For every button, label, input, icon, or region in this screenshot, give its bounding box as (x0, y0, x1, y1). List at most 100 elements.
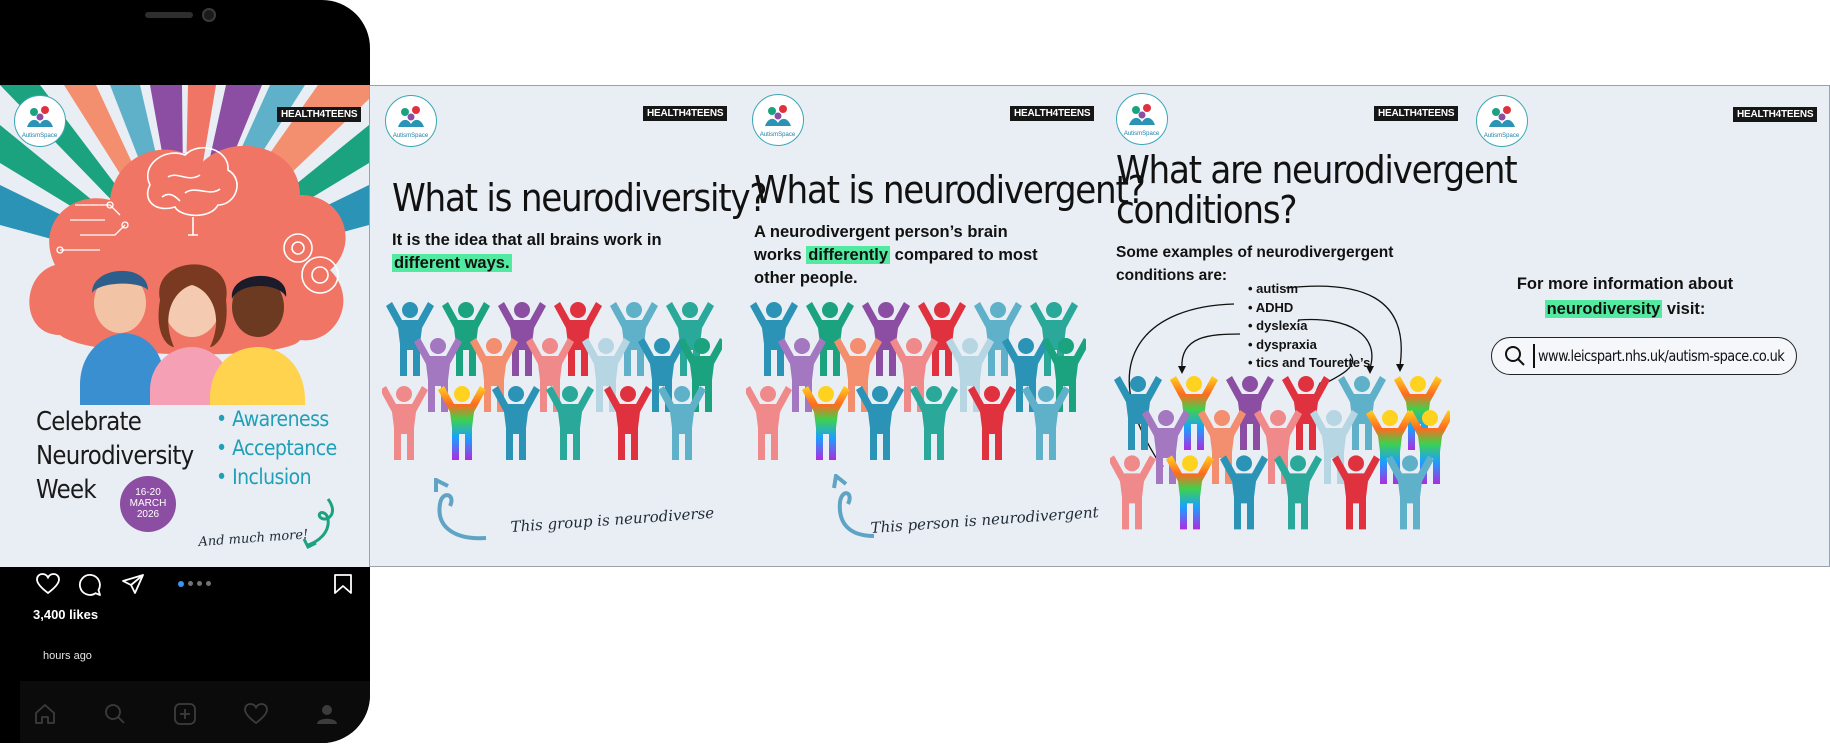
person-figure (910, 386, 958, 460)
figure-group-3 (1110, 376, 1450, 530)
likes-count[interactable]: 3,400 likes (33, 607, 99, 622)
condition-item: dyslexia (1248, 317, 1370, 336)
bookmark-icon[interactable] (333, 573, 353, 595)
activity-icon[interactable] (244, 703, 268, 725)
home-icon[interactable] (34, 703, 56, 725)
person-figure (638, 338, 686, 412)
hooked-arrow-icon (434, 478, 487, 541)
person-figure (1170, 376, 1218, 450)
person-figure (492, 386, 540, 460)
date-line: 2026 (136, 509, 160, 520)
date-badge: 16-20 MARCH 2026 (120, 476, 176, 532)
share-icon[interactable] (121, 573, 145, 595)
highlighted-text: neurodiversity (1544, 300, 1663, 318)
profile-icon[interactable] (316, 703, 338, 725)
pillar-item: Awareness (216, 405, 337, 434)
condition-item: ADHD (1248, 299, 1370, 318)
autismspace-logo: AutismSpace (752, 94, 804, 146)
body-text: It is the idea that all brains work in (392, 231, 662, 249)
health4teens-badge: HEALTH4TEENS (1374, 106, 1459, 121)
health4teens-badge: HEALTH4TEENS (643, 106, 728, 121)
person-figure (666, 302, 714, 376)
svg-text:AutismSpace: AutismSpace (1484, 133, 1520, 139)
health4teens-badge: HEALTH4TEENS (1010, 106, 1095, 121)
person-figure (1332, 455, 1380, 530)
person-figure (1002, 338, 1050, 412)
slide3-caption: This person is neurodivergent (870, 503, 1100, 537)
person-figure (1166, 455, 1214, 530)
curly-arrow-icon (302, 498, 335, 550)
svg-text:AutismSpace: AutismSpace (393, 133, 429, 139)
person-figure (806, 302, 854, 376)
person-figure (834, 338, 882, 412)
health4teens-badge: HEALTH4TEENS (277, 107, 362, 122)
person-figure (1022, 386, 1070, 460)
pillar-item: Acceptance (216, 434, 337, 463)
autismspace-logo: AutismSpace (14, 95, 66, 147)
person-figure (1386, 455, 1434, 530)
url-text[interactable]: www.leicspart.nhs.uk/autism-space.co.uk (1538, 347, 1785, 365)
highlighted-text: differently (806, 246, 891, 264)
condition-item: tics and Tourette’s (1248, 354, 1370, 373)
person-figure (1114, 376, 1162, 450)
person-figure (1338, 376, 1386, 450)
slide1-title: Celebrate Neurodiversity Week (36, 405, 194, 507)
phone-camera (202, 8, 216, 22)
people-illustration (80, 264, 305, 405)
person-figure (604, 386, 652, 460)
slide3-body: A neurodivergent person’s brain works di… (754, 221, 1054, 290)
autismspace-logo: AutismSpace (385, 95, 437, 147)
person-figure (414, 338, 462, 412)
person-figure (1220, 455, 1268, 530)
person-figure (1310, 410, 1358, 484)
date-line: 16-20 (135, 487, 161, 498)
person-figure (554, 302, 602, 376)
autismspace-logo: AutismSpace (1116, 93, 1168, 145)
body-text: other people. (754, 269, 858, 287)
person-figure (1142, 410, 1190, 484)
person-figure (918, 302, 966, 376)
heart-icon[interactable] (36, 573, 60, 595)
phone-speaker (145, 12, 193, 18)
hooked-arrow-icon (832, 474, 875, 538)
search-icon[interactable] (104, 703, 126, 725)
person-figure (658, 386, 706, 460)
svg-text:AutismSpace: AutismSpace (1124, 131, 1160, 137)
person-figure (1110, 455, 1156, 530)
figure-group-1 (382, 302, 722, 460)
search-icon (1505, 346, 1525, 366)
post-slide-1[interactable]: AutismSpace HEALTH4TEENS Celebrate Neuro… (0, 85, 369, 567)
title-line: Week (36, 475, 97, 505)
carousel-dot (206, 581, 211, 586)
person-figure (1042, 338, 1086, 412)
add-post-icon[interactable] (174, 703, 196, 725)
svg-text:AutismSpace: AutismSpace (760, 132, 796, 138)
post-timestamp: hours ago (43, 650, 92, 662)
carousel-dot (197, 581, 202, 586)
carousel-strip[interactable]: AutismSpace HEALTH4TEENS AutismSpace HEA… (369, 85, 1830, 567)
person-figure (1254, 410, 1302, 484)
person-figure (890, 338, 938, 412)
slide5-info: For more information about neurodiversit… (1480, 272, 1770, 322)
person-figure (526, 338, 574, 412)
person-figure (1406, 410, 1450, 484)
person-figure (1274, 455, 1322, 530)
svg-text:AutismSpace: AutismSpace (22, 133, 58, 139)
autismspace-logo: AutismSpace (1476, 95, 1528, 147)
body-text: A neurodivergent person’s brain (754, 223, 1008, 241)
post-actions-bar: 3,400 likes hours ago (0, 567, 370, 743)
bottom-nav (20, 681, 370, 743)
person-figure (968, 386, 1016, 460)
slide4-intro: Some examples of neurodivergergent condi… (1116, 241, 1436, 287)
person-figure (546, 386, 594, 460)
slide1-illustration (0, 85, 369, 405)
comment-icon[interactable] (78, 573, 102, 597)
body-text: visit: (1666, 300, 1706, 318)
text-cursor (1533, 344, 1535, 368)
slide4-heading: What are neurodivergent conditions? (1116, 150, 1518, 230)
url-search-pill[interactable]: www.leicspart.nhs.uk/autism-space.co.uk (1491, 337, 1797, 375)
person-figure (974, 302, 1022, 376)
figure-group-2 (746, 302, 1086, 460)
person-figure (862, 302, 910, 376)
condition-item: dyspraxia (1248, 336, 1370, 355)
